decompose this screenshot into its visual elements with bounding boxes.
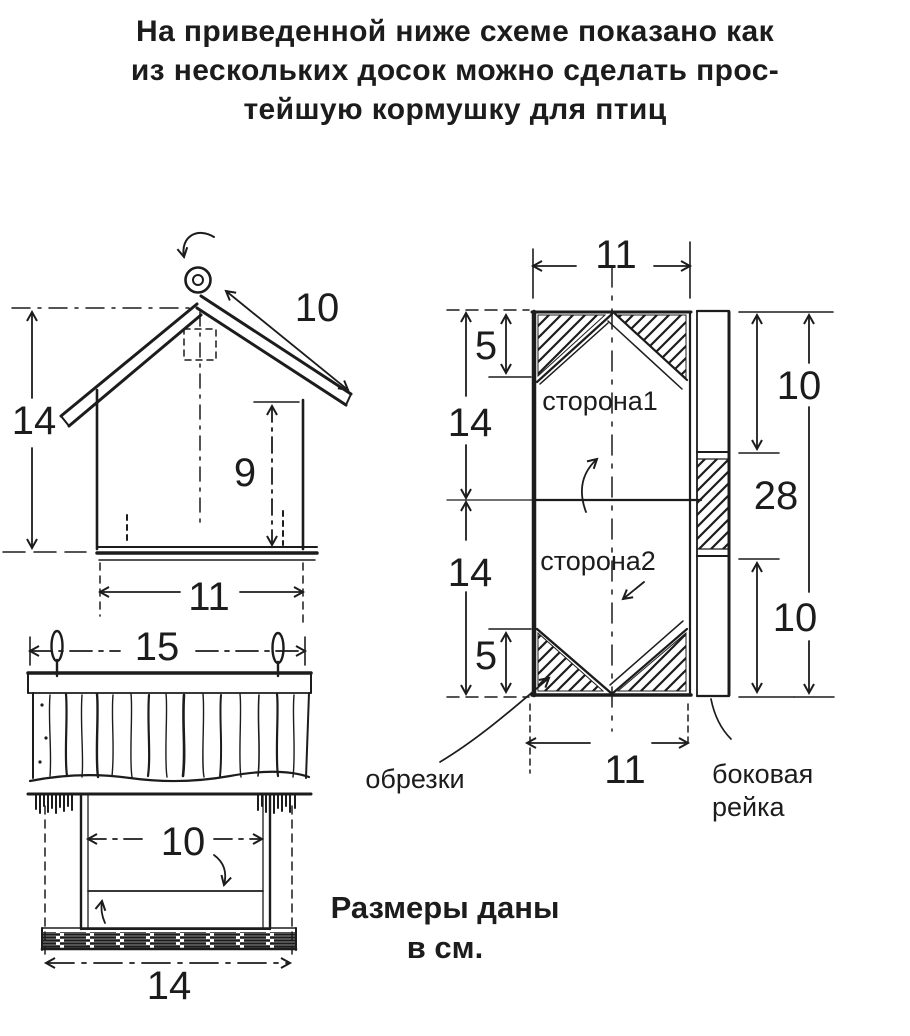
front-view: 14 9 10 11 bbox=[2, 231, 353, 623]
front-dim-roof-value: 10 bbox=[295, 286, 340, 330]
board-dim-bottom-width bbox=[524, 703, 691, 774]
side-dim-base-width-value: 14 bbox=[147, 964, 192, 1008]
side-rail-offcut-hatch bbox=[697, 459, 729, 549]
board-rail-label-line2: рейка bbox=[712, 792, 786, 822]
board-dim-top-offcut-value: 5 bbox=[475, 324, 497, 368]
front-base bbox=[95, 546, 319, 561]
board-dim-top-width bbox=[530, 241, 693, 299]
board-rail-label-line1: боковая bbox=[712, 759, 813, 789]
title-line-3: тейшую кормушку для птиц bbox=[243, 93, 667, 126]
board-dim-total-value: 28 bbox=[754, 474, 799, 518]
side-dim-base-width bbox=[43, 805, 293, 969]
board-dim-side2-value: 14 bbox=[448, 551, 493, 595]
side-hook-icon bbox=[50, 629, 285, 678]
units-note-line2: в см. bbox=[406, 930, 484, 965]
side-view: 15 bbox=[26, 625, 313, 1008]
front-dim-roof bbox=[224, 289, 350, 392]
board-dim-rail-bottom-value: 10 bbox=[773, 596, 818, 640]
front-walls bbox=[95, 388, 305, 551]
board-side2-label: сторона2 bbox=[540, 546, 656, 576]
board-dim-bottom-width-value: 11 bbox=[604, 748, 646, 792]
front-dim-wall-value: 9 bbox=[234, 451, 256, 495]
board-dim-rail-top-value: 10 bbox=[777, 364, 822, 408]
side-roof-board bbox=[26, 671, 313, 779]
side-dim-roof-width bbox=[27, 636, 308, 666]
side-dim-roof-width-value: 15 bbox=[135, 625, 180, 669]
page-title: На приведенной ниже схеме показано как и… bbox=[0, 12, 910, 129]
side-body bbox=[79, 792, 272, 931]
side-wood-grain bbox=[38, 692, 295, 779]
hanging-ring-icon bbox=[176, 231, 215, 294]
side-dim-inner-width-value: 10 bbox=[161, 820, 206, 864]
side-rail bbox=[695, 309, 731, 698]
board-dim-left-chain bbox=[446, 309, 532, 698]
front-dim-width-value: 11 bbox=[188, 575, 230, 619]
front-dim-wall bbox=[253, 401, 300, 548]
board-dim-bottom-offcut-value: 5 bbox=[475, 634, 497, 678]
front-dim-height-value: 14 bbox=[12, 399, 57, 443]
front-dim-height bbox=[2, 307, 197, 553]
title-line-2: из нескольких досок можно сделать прос- bbox=[130, 54, 780, 87]
board-side1-label: сторона1 bbox=[542, 386, 658, 416]
front-dim-width bbox=[97, 562, 306, 623]
board-view: сторона1 сторона2 bbox=[365, 233, 835, 822]
units-note: Размеры даны в см. bbox=[285, 888, 605, 968]
side-edge-hatch bbox=[35, 794, 296, 814]
board-dim-top-width-value: 11 bbox=[595, 233, 637, 277]
side-base-board bbox=[40, 927, 298, 951]
board-dim-side1-value: 14 bbox=[448, 401, 493, 445]
side-roof-edge bbox=[26, 770, 313, 796]
units-note-line1: Размеры даны bbox=[330, 890, 560, 925]
board-leader-lines bbox=[439, 676, 732, 763]
front-hidden-lines bbox=[126, 311, 284, 546]
board-outline bbox=[446, 266, 703, 732]
board-offcuts-label: обрезки bbox=[365, 764, 464, 794]
title-line-1: На приведенной ниже схеме показано как bbox=[136, 15, 774, 48]
board-dim-right-chain bbox=[738, 311, 835, 698]
